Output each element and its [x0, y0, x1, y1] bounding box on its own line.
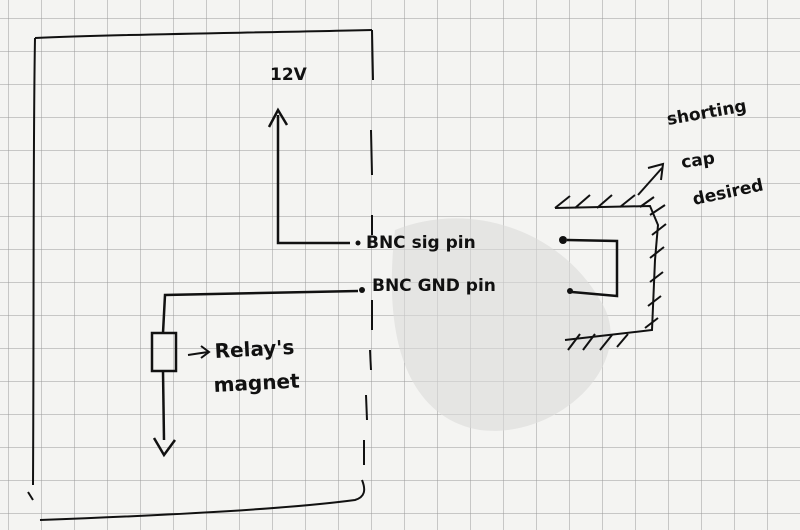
- ground-wire: [161, 370, 166, 441]
- relay-pointer-line: [187, 351, 209, 356]
- relay-pointer-arrow-icon: [200, 345, 211, 359]
- relay-label-line2: magnet: [213, 369, 301, 397]
- relay-label-line1: Relay's: [214, 335, 295, 363]
- note-arrow-line: [637, 167, 663, 196]
- shorting-loop-wire: [566, 238, 619, 298]
- supply-label: 12V: [270, 65, 308, 85]
- bnc-gnd-label: BNC GND pin: [372, 276, 496, 296]
- cap-outline: [554, 204, 660, 341]
- shorting-note-line2: cap: [680, 148, 716, 172]
- gnd-wire: [161, 289, 359, 334]
- bnc-sig-pin-dot: [355, 240, 361, 246]
- box-right-dashed-edge: [363, 29, 374, 465]
- note-arrow-icon: [647, 162, 665, 181]
- cap-sig-dot: [559, 236, 567, 244]
- supply-arrow-icon: [267, 107, 289, 128]
- box-bottom-edge: [39, 479, 366, 521]
- bnc-gnd-pin-dot: [359, 287, 365, 293]
- box-top-edge: [34, 29, 373, 39]
- supply-wire: [276, 115, 350, 245]
- cap-gnd-dot: [567, 288, 573, 294]
- cap-hatching: [554, 194, 667, 351]
- paper-shadow: [391, 218, 611, 431]
- box-corner-mark: [27, 491, 34, 501]
- bnc-sig-label: BNC sig pin: [366, 233, 476, 253]
- box-left-edge: [32, 37, 36, 486]
- ground-arrow-icon: [152, 437, 177, 458]
